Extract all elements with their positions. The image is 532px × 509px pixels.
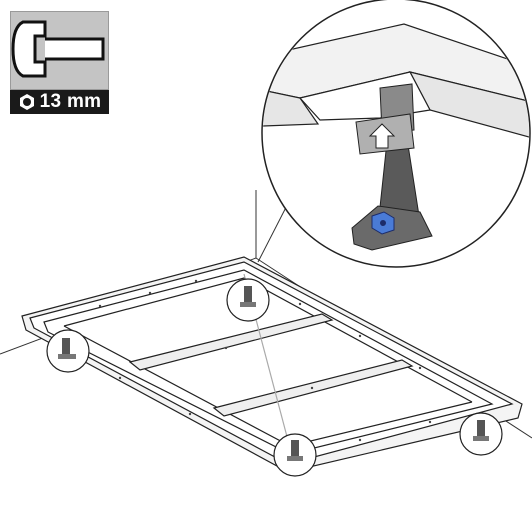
leveling-foot-detail	[261, 0, 531, 268]
direction-plate	[355, 113, 415, 155]
leveling-foot-callout	[459, 412, 503, 456]
leveling-foot-callout	[226, 278, 270, 322]
size-label-bar: 13 mm	[10, 90, 109, 114]
hex-nut-icon	[19, 94, 34, 110]
leveling-foot-callout	[46, 329, 90, 373]
bed-frame	[21, 256, 523, 473]
wrench-size-label: 13 mm	[39, 91, 102, 112]
arrow-up-icon	[368, 123, 396, 149]
tool-badge: 13 mm	[10, 11, 109, 114]
wrench-panel	[10, 11, 109, 90]
open-end-wrench-icon	[11, 20, 105, 78]
leveling-foot-callout	[273, 433, 317, 477]
hex-nut	[371, 211, 395, 235]
